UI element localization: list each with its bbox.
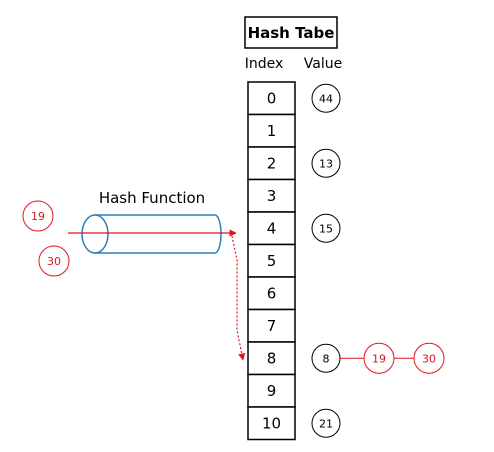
pipe-front-cap bbox=[81, 214, 109, 254]
table-row: 1 bbox=[247, 113, 296, 148]
chain-label: 30 bbox=[422, 352, 436, 365]
value-node: 21 bbox=[311, 408, 341, 438]
hash-function-pipe bbox=[81, 214, 222, 254]
index-label: 4 bbox=[267, 219, 277, 237]
table-cell bbox=[247, 373, 296, 408]
index-label: 0 bbox=[267, 89, 277, 107]
value-node: 13 bbox=[311, 148, 341, 178]
value-node: 44 bbox=[311, 83, 341, 113]
value-label: 44 bbox=[319, 92, 333, 105]
table-row: 2 bbox=[247, 146, 296, 181]
table-cell bbox=[247, 211, 296, 246]
table-cell bbox=[247, 341, 296, 376]
table-cell bbox=[247, 81, 296, 116]
table-row: 7 bbox=[247, 308, 296, 343]
index-label: 6 bbox=[267, 284, 277, 302]
value-label: 21 bbox=[319, 417, 333, 430]
incoming-key-circle bbox=[38, 245, 70, 277]
stored-values: 44 13 15 8 21 bbox=[311, 83, 341, 438]
collision-redirect-arrow bbox=[231, 235, 246, 361]
table-row: 8 bbox=[247, 341, 296, 376]
value-node: 8 bbox=[311, 343, 341, 373]
table-cell bbox=[247, 276, 296, 311]
value-label: 8 bbox=[323, 352, 330, 365]
table-row: 0 bbox=[247, 81, 296, 116]
index-label: 7 bbox=[267, 317, 277, 335]
index-header: Index bbox=[245, 56, 284, 72]
value-label: 15 bbox=[319, 222, 333, 235]
index-label: 10 bbox=[262, 414, 281, 432]
table-row: 3 bbox=[247, 178, 296, 213]
index-label: 8 bbox=[267, 349, 277, 367]
table-row: 6 bbox=[247, 276, 296, 311]
incoming-key-label: 30 bbox=[47, 255, 61, 268]
incoming-key-label: 19 bbox=[31, 210, 45, 223]
value-circle bbox=[311, 148, 341, 178]
index-label: 1 bbox=[267, 122, 277, 140]
table-cell bbox=[247, 406, 296, 441]
chain-node: 19 bbox=[363, 342, 395, 374]
table-row: 10 bbox=[247, 406, 296, 441]
index-label: 5 bbox=[267, 252, 277, 270]
incoming-key-node: 30 bbox=[38, 245, 70, 277]
table-cell bbox=[247, 113, 296, 148]
value-circle bbox=[311, 213, 341, 243]
table-cell bbox=[247, 178, 296, 213]
chain-node: 30 bbox=[413, 342, 445, 374]
hash-function-label: Hash Function bbox=[99, 189, 205, 207]
pipe-body bbox=[95, 214, 222, 254]
chain-circle bbox=[413, 342, 445, 374]
value-node: 15 bbox=[311, 213, 341, 243]
index-label: 9 bbox=[267, 382, 277, 400]
incoming-key-node: 19 bbox=[22, 200, 54, 232]
hash-table-cells: 0 1 2 3 4 5 6 7 8 9 10 bbox=[247, 81, 296, 441]
value-label: 13 bbox=[319, 157, 333, 170]
table-row: 5 bbox=[247, 243, 296, 278]
value-circle bbox=[311, 408, 341, 438]
chain-label: 19 bbox=[372, 352, 386, 365]
title-border bbox=[244, 16, 338, 49]
index-label: 3 bbox=[267, 187, 277, 205]
table-row: 4 bbox=[247, 211, 296, 246]
title-box: Hash Tabe bbox=[244, 16, 338, 49]
title-text: Hash Tabe bbox=[248, 24, 335, 42]
table-row: 9 bbox=[247, 373, 296, 408]
value-circle bbox=[311, 83, 341, 113]
incoming-key-circle bbox=[22, 200, 54, 232]
value-header: Value bbox=[304, 56, 342, 72]
index-label: 2 bbox=[267, 154, 277, 172]
table-cell bbox=[247, 243, 296, 278]
